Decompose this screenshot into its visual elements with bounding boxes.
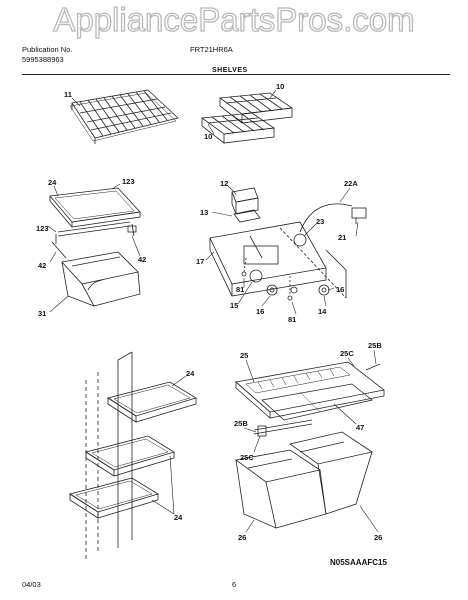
glass-shelf-upper [49, 187, 141, 228]
callout-31: 31 [38, 309, 46, 318]
header-rule [22, 74, 450, 75]
callout-14: 14 [318, 307, 327, 316]
callout-16-left: 16 [256, 307, 264, 316]
crisper-pan [61, 251, 141, 307]
watermark-logo: AppliancePartsPros.com [53, 0, 416, 38]
crisper-cover [235, 361, 385, 419]
callout-17: 17 [196, 257, 204, 266]
callout-21: 21 [338, 233, 346, 242]
callout-labels: 11 10 10 24 123 123 42 42 31 12 22A 13 2… [36, 82, 382, 542]
wire-harness [279, 203, 353, 299]
callout-25: 25 [240, 351, 248, 360]
crisper-glass-insert [261, 383, 373, 421]
glass-shelf-3 [69, 477, 159, 519]
callout-12: 12 [220, 179, 228, 188]
callout-24-lower: 24 [174, 513, 183, 522]
wire-shelf [69, 89, 179, 144]
callout-42-right: 42 [138, 255, 146, 264]
callout-25C-lower: 25C [240, 453, 254, 462]
callout-22A: 22A [344, 179, 358, 188]
callout-11: 11 [64, 90, 72, 99]
ice-tray-upper [218, 92, 294, 124]
footer-date: 04/03 [22, 580, 41, 589]
callout-24-upper: 24 [48, 178, 57, 187]
callout-42-left: 42 [38, 261, 46, 270]
callout-25B-upper: 25B [368, 341, 382, 350]
callout-47: 47 [356, 423, 364, 432]
callout-81-right: 81 [288, 315, 296, 324]
callout-26-left: 26 [238, 533, 246, 542]
callout-13: 13 [200, 208, 208, 217]
callout-10-lower: 10 [204, 132, 212, 141]
callout-15: 15 [230, 301, 238, 310]
leader-lines [47, 89, 379, 533]
ice-maker-housing [209, 221, 327, 297]
cabinet-wall [85, 351, 133, 560]
publication-label: Publication No. [22, 45, 73, 54]
callout-81-left: 81 [236, 285, 244, 294]
ice-tray-lower [200, 112, 276, 144]
ice-bucket-cover [231, 187, 259, 215]
callout-10-upper: 10 [276, 82, 284, 91]
callout-23: 23 [316, 217, 324, 226]
connector-plug [351, 207, 367, 224]
small-parts [241, 257, 330, 301]
callout-123-upper: 123 [122, 177, 135, 186]
callout-25C-upper: 25C [340, 349, 354, 358]
diagram-code: N05SAAAFC15 [330, 558, 387, 567]
glass-shelf-1 [107, 381, 197, 423]
section-title: SHELVES [212, 67, 248, 74]
publication-number: 5995388963 [22, 55, 64, 64]
page-number: 6 [232, 580, 237, 589]
callout-16-right: 16 [336, 285, 344, 294]
shelf-frame [51, 221, 137, 259]
cover-support-rail [253, 363, 381, 437]
ice-maker-bracket [233, 209, 261, 223]
crisper-drawer-right [289, 431, 374, 515]
callout-24-mid: 24 [186, 369, 195, 378]
callout-25B-lower: 25B [234, 419, 248, 428]
watermark-text: AppliancePartsPros.com [53, 1, 414, 38]
model-number: FRT21HR6A [190, 45, 233, 54]
glass-shelf-2 [85, 435, 175, 477]
callout-123-lower: 123 [36, 224, 49, 233]
callout-26-right: 26 [374, 533, 382, 542]
